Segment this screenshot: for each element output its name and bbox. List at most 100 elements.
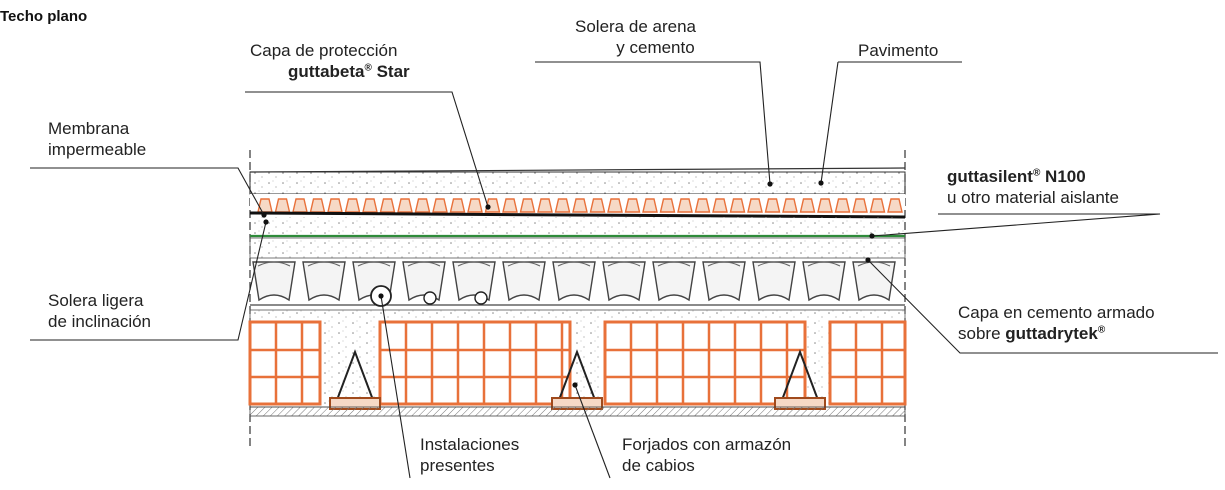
guttadrytek-arch <box>357 261 391 267</box>
leader-forjados <box>574 384 611 479</box>
diagram-title: Techo plano <box>0 8 88 25</box>
label-solera-arena: Solera de arena y cemento <box>575 16 696 58</box>
guttabeta-stud <box>344 198 361 213</box>
guttabeta-stud <box>537 198 553 213</box>
leader-solera-arena <box>535 61 771 185</box>
guttabeta-stud <box>519 198 536 213</box>
leader-arrow-head <box>767 181 773 187</box>
guttadrytek-arch <box>707 261 741 267</box>
label-instalaciones-line1: Instalaciones <box>420 435 520 454</box>
guttadrytek-arch <box>607 261 641 267</box>
label-solera-arena-line2: y cemento <box>616 38 695 57</box>
brick-block <box>378 320 572 406</box>
label-guttasilent-line2: u otro material aislante <box>947 188 1119 207</box>
truss-lattice <box>558 349 596 401</box>
leader-arrow-head <box>869 233 875 239</box>
guttabeta-stud <box>467 198 483 213</box>
leader-arrow-head <box>261 212 267 218</box>
truss-lattice <box>781 349 819 401</box>
label-forjados: Forjados con armazón de cabios <box>622 434 791 476</box>
guttadrytek-arch <box>757 261 791 267</box>
label-pavimento: Pavimento <box>858 41 939 60</box>
guttabeta-stud <box>694 198 711 213</box>
guttadrytek-arch <box>507 261 541 267</box>
label-solera-arena-line1: Solera de arena <box>575 17 696 36</box>
guttabeta-stud <box>624 198 641 213</box>
label-solera-ligera: Solera ligera de inclinación <box>48 290 151 332</box>
brick-block <box>828 320 907 406</box>
pipe-small <box>474 291 488 305</box>
guttasilent-rest: N100 <box>1040 167 1086 186</box>
membrana-impermeable-line <box>249 211 906 219</box>
label-solera-ligera-line2: de inclinación <box>48 312 152 331</box>
label-capa-cemento-line2: sobre guttadrytek® <box>958 323 1155 344</box>
leader-arrow-head <box>485 204 491 210</box>
label-guttasilent: guttasilent® N100 u otro material aislan… <box>947 166 1119 208</box>
guttabeta-stud <box>274 198 291 213</box>
guttadrytek-module <box>452 261 496 302</box>
guttadrytek-arch <box>307 261 341 267</box>
guttadrytek-arch <box>407 261 441 267</box>
guttadrytek-arch <box>857 261 891 267</box>
leader-capa-proteccion <box>245 91 489 208</box>
pavement-top-line <box>249 167 906 173</box>
label-capa-cemento: Capa en cemento armado sobre guttadrytek… <box>958 302 1155 344</box>
label-membrana: Membrana impermeable <box>48 118 146 160</box>
guttadrytek-module <box>802 261 846 302</box>
guttabeta-stud <box>764 198 781 213</box>
label-capa-cemento-line1: Capa en cemento armado <box>958 303 1155 322</box>
guttadrytek-module <box>752 261 796 302</box>
guttadrytek-module <box>702 261 746 302</box>
label-capa-proteccion: Capa de protección guttabeta® Star <box>250 40 410 82</box>
label-membrana-line2: impermeable <box>48 140 147 159</box>
leader-arrow-head <box>263 219 269 225</box>
guttasilent-reg: ® <box>1032 167 1041 179</box>
guttabeta-stud <box>397 198 413 213</box>
guttabeta-stud <box>572 198 588 213</box>
guttabeta-stud <box>432 198 448 213</box>
guttabeta-stud <box>449 198 466 213</box>
guttabeta-stud <box>257 198 273 213</box>
guttabeta-stud <box>589 198 606 213</box>
guttabeta-stud <box>607 198 623 213</box>
leader-arrow-head <box>818 180 824 186</box>
leader-arrow-head <box>378 293 384 299</box>
layer-solera-ligera <box>250 217 905 234</box>
label-membrana-line1: Membrana <box>48 119 130 138</box>
guttabeta-stud <box>327 198 343 213</box>
guttabeta-rest: Star <box>371 62 410 81</box>
guttadrytek-module <box>252 261 296 302</box>
layer-pavimento <box>249 171 906 195</box>
guttabeta-stud <box>747 198 763 213</box>
guttadrytek-module <box>302 261 346 302</box>
label-capa-proteccion-line1: Capa de protección <box>250 41 398 60</box>
label-forjados-line1: Forjados con armazón <box>622 435 792 454</box>
guttabeta-stud <box>554 198 571 213</box>
guttadrytek-brand: guttadrytek <box>1005 324 1098 343</box>
guttabeta-stud <box>729 198 746 213</box>
guttabeta-stud <box>677 198 693 213</box>
guttadrytek-module <box>652 261 696 302</box>
leader-guttasilent <box>871 213 1161 237</box>
leader-pavimento <box>820 61 839 184</box>
guttadrytek-arch <box>257 261 291 267</box>
guttabeta-brand: guttabeta <box>288 62 365 81</box>
guttabeta-stud <box>642 198 658 213</box>
guttabeta-stud <box>362 198 378 213</box>
leader-arrow-head <box>865 257 871 263</box>
label-guttabeta: guttabeta® Star <box>250 61 410 82</box>
guttadrytek-arch <box>557 261 591 267</box>
guttabeta-stud <box>414 198 431 213</box>
guttabeta-stud <box>869 198 886 213</box>
truss-lattice <box>336 349 374 401</box>
leader-membrana <box>30 167 265 216</box>
pipe-small <box>423 291 437 305</box>
guttadrytek-module <box>602 261 646 302</box>
guttabeta-stud <box>799 198 816 213</box>
guttabeta-stud <box>712 198 728 213</box>
label-guttasilent-line1: guttasilent® N100 <box>947 166 1119 187</box>
label-solera-ligera-line1: Solera ligera <box>48 291 144 310</box>
guttabeta-reg: ® <box>364 62 372 74</box>
guttabeta-stud <box>309 198 326 213</box>
